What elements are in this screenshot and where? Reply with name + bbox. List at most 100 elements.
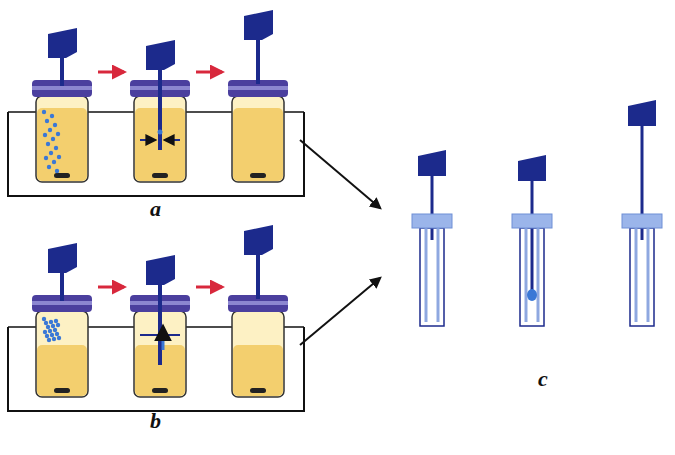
syringe xyxy=(512,155,552,326)
step-arrow xyxy=(196,286,222,289)
flow-arrow xyxy=(140,139,155,141)
syringe-barrel xyxy=(630,228,654,326)
particle xyxy=(48,128,52,132)
flow-arrow xyxy=(165,139,180,141)
syringe-flange xyxy=(622,214,662,228)
cap-band xyxy=(32,301,92,305)
particle xyxy=(42,317,46,321)
particle xyxy=(44,321,48,325)
transfer-arrow xyxy=(300,140,380,208)
particle xyxy=(43,133,47,137)
particle xyxy=(49,151,53,155)
panel-b xyxy=(8,225,304,411)
panel-a xyxy=(8,10,304,196)
particle xyxy=(46,325,50,329)
barrel-wall xyxy=(525,228,528,322)
particle xyxy=(51,324,55,328)
particle xyxy=(53,328,57,332)
syringe-flange xyxy=(412,214,452,228)
syringe xyxy=(412,150,452,326)
particle xyxy=(46,142,50,146)
particle xyxy=(158,130,163,135)
barrel-wall xyxy=(647,228,650,322)
cap-band xyxy=(228,86,288,90)
particle xyxy=(45,119,49,123)
flow-arrow xyxy=(140,334,180,336)
panel-letter: a xyxy=(150,198,161,220)
plunger-rod xyxy=(158,68,162,150)
stir-bar xyxy=(152,388,168,393)
cap-band xyxy=(32,86,92,90)
vial-body xyxy=(232,311,284,397)
step-arrow xyxy=(98,286,124,289)
flow-arrow xyxy=(162,327,165,350)
vial-body xyxy=(36,96,88,182)
stir-bar xyxy=(54,388,70,393)
particle xyxy=(55,169,59,173)
particle xyxy=(42,110,46,114)
barrel-wall xyxy=(635,228,638,322)
syringe-barrel xyxy=(420,228,444,326)
particle xyxy=(47,165,51,169)
particle xyxy=(48,329,52,333)
particle xyxy=(49,320,53,324)
syringe xyxy=(622,100,662,326)
barrel-wall xyxy=(425,228,428,322)
particle xyxy=(52,337,56,341)
plunger-head xyxy=(244,10,273,40)
liquid xyxy=(37,108,87,181)
plunger-rod xyxy=(158,283,162,365)
particle xyxy=(57,155,61,159)
panel-letter: b xyxy=(150,410,161,432)
plunger-head xyxy=(518,155,546,181)
plunger-head xyxy=(48,243,77,273)
particle xyxy=(45,334,49,338)
particle xyxy=(50,333,54,337)
vial-body xyxy=(232,96,284,182)
barrel-wall xyxy=(537,228,540,322)
plunger-rod xyxy=(256,253,260,299)
plunger-head xyxy=(48,28,77,58)
vial-body xyxy=(36,311,88,397)
step-arrow xyxy=(98,71,124,74)
plunger-rod xyxy=(60,56,64,86)
transfer-arrow xyxy=(300,278,380,345)
stir-bar xyxy=(250,388,266,393)
particle xyxy=(43,330,47,334)
plunger-head xyxy=(146,255,175,285)
particle xyxy=(52,160,56,164)
plunger-rod xyxy=(531,181,534,290)
particle xyxy=(44,156,48,160)
barrel-wall xyxy=(437,228,440,322)
particle xyxy=(50,114,54,118)
droplet xyxy=(527,289,537,301)
plunger-rod xyxy=(256,38,260,84)
liquid xyxy=(37,345,87,396)
syringe-flange xyxy=(512,214,552,228)
stir-bar xyxy=(54,173,70,178)
particle xyxy=(56,132,60,136)
plunger-head xyxy=(146,40,175,70)
liquid xyxy=(233,345,283,396)
panel-letter: c xyxy=(538,368,548,390)
stir-bar xyxy=(250,173,266,178)
plunger-rod xyxy=(60,271,64,301)
particle xyxy=(53,123,57,127)
plunger-rod xyxy=(431,176,434,240)
stir-bar xyxy=(152,173,168,178)
particle xyxy=(55,332,59,336)
particle xyxy=(47,338,51,342)
particle xyxy=(57,336,61,340)
plunger-head xyxy=(244,225,273,255)
plunger-head xyxy=(418,150,446,176)
particle xyxy=(56,323,60,327)
step-arrow xyxy=(196,71,222,74)
plunger-head xyxy=(628,100,656,126)
cap-band xyxy=(228,301,288,305)
particle xyxy=(51,137,55,141)
particle xyxy=(54,146,58,150)
particle xyxy=(54,319,58,323)
liquid xyxy=(233,108,283,181)
